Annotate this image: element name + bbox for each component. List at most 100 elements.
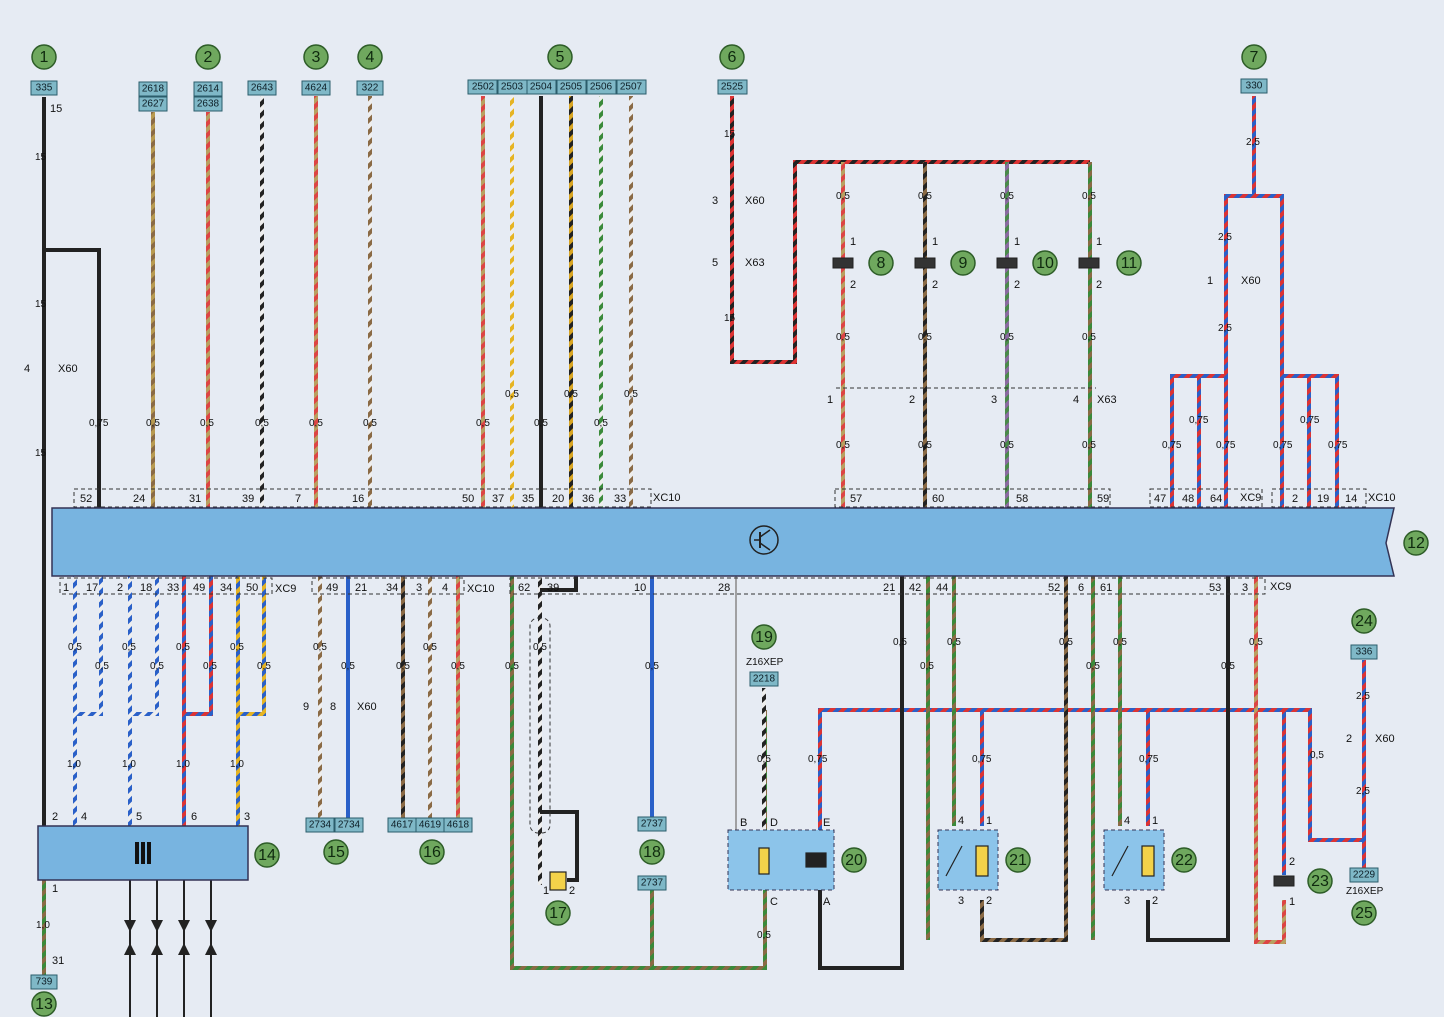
svg-text:0,5: 0,5	[1113, 637, 1127, 648]
svg-text:1,0: 1,0	[176, 759, 190, 770]
connector-strips	[59, 387, 1367, 834]
svg-text:0,5: 0,5	[1249, 637, 1263, 648]
svg-text:X63: X63	[1097, 394, 1117, 406]
svg-text:0,5: 0,5	[1221, 661, 1235, 672]
svg-text:0,5: 0,5	[1082, 332, 1096, 343]
svg-text:1: 1	[1096, 236, 1102, 248]
svg-text:2: 2	[204, 49, 213, 66]
svg-text:0,5: 0,5	[1310, 750, 1324, 761]
svg-text:4617: 4617	[391, 820, 414, 831]
svg-text:1: 1	[827, 394, 833, 406]
wire-tag: 2638	[193, 96, 223, 112]
svg-text:0,5: 0,5	[947, 637, 961, 648]
wire-tag: 2502	[467, 79, 498, 95]
svg-text:16: 16	[352, 493, 364, 505]
injector-icons	[832, 257, 1295, 887]
svg-text:XC9: XC9	[1270, 581, 1291, 593]
svg-text:50: 50	[462, 493, 474, 505]
svg-text:2: 2	[986, 895, 992, 907]
svg-text:322: 322	[362, 83, 379, 94]
svg-text:XC10: XC10	[1368, 492, 1396, 504]
svg-text:2737: 2737	[641, 878, 664, 889]
svg-text:28: 28	[718, 582, 730, 594]
svg-text:42: 42	[909, 582, 921, 594]
svg-text:0,5: 0,5	[918, 440, 932, 451]
svg-text:0,5: 0,5	[1059, 637, 1073, 648]
svg-text:2: 2	[1292, 493, 1298, 505]
callout-4: 4	[357, 44, 383, 70]
svg-text:0,5: 0,5	[146, 418, 160, 429]
wires-top	[42, 96, 1339, 880]
svg-text:5: 5	[136, 811, 142, 823]
svg-text:2: 2	[117, 582, 123, 594]
svg-text:335: 335	[36, 83, 53, 94]
svg-text:B: B	[740, 817, 747, 829]
wire-tag: 2734	[305, 817, 335, 833]
svg-text:2638: 2638	[197, 99, 220, 110]
svg-text:X60: X60	[357, 701, 377, 713]
svg-text:336: 336	[1356, 647, 1373, 658]
svg-text:1: 1	[543, 885, 549, 897]
callout-14: 14	[254, 842, 280, 868]
wire-tag: 4619	[415, 817, 445, 833]
svg-text:12: 12	[1407, 535, 1425, 552]
svg-text:2,5: 2,5	[1218, 323, 1232, 334]
svg-text:D: D	[770, 817, 778, 829]
callout-11: 11	[1116, 250, 1142, 276]
svg-text:17: 17	[86, 582, 98, 594]
svg-text:2: 2	[909, 394, 915, 406]
svg-text:2: 2	[932, 279, 938, 291]
svg-text:0,5: 0,5	[203, 661, 217, 672]
svg-text:52: 52	[80, 493, 92, 505]
wire-tag: 2525	[717, 79, 748, 95]
svg-text:4: 4	[81, 811, 87, 823]
callout-1: 1	[31, 44, 57, 70]
svg-text:2229: 2229	[1353, 870, 1376, 881]
svg-text:2: 2	[1289, 856, 1295, 868]
svg-text:1: 1	[1014, 236, 1020, 248]
svg-text:2503: 2503	[501, 82, 524, 93]
svg-text:16: 16	[423, 844, 441, 861]
svg-text:0,5: 0,5	[564, 389, 578, 400]
svg-text:62: 62	[518, 582, 530, 594]
svg-text:0,5: 0,5	[505, 389, 519, 400]
svg-text:3: 3	[991, 394, 997, 406]
svg-text:25: 25	[1355, 905, 1373, 922]
wire-tag: 2506	[586, 79, 617, 95]
svg-text:39: 39	[547, 582, 559, 594]
wire-tag: 330	[1240, 78, 1268, 94]
callout-15: 15	[323, 839, 349, 865]
svg-text:33: 33	[167, 582, 179, 594]
svg-text:3: 3	[958, 895, 964, 907]
svg-text:0,75: 0,75	[1189, 415, 1209, 426]
svg-text:0,75: 0,75	[1300, 415, 1320, 426]
sensor-21-box	[937, 829, 999, 891]
wire-tag: 2734	[334, 817, 364, 833]
svg-text:4: 4	[24, 363, 30, 375]
wire-tag: 2737	[637, 816, 667, 832]
svg-text:57: 57	[850, 493, 862, 505]
svg-text:0,75: 0,75	[89, 418, 109, 429]
svg-text:14: 14	[1345, 493, 1357, 505]
svg-text:0,5: 0,5	[341, 661, 355, 672]
arrow-icons	[124, 920, 217, 955]
misc-pin-labels: 15 4 3 5 1 1 2 3 4 1 2 1 2 1 2 1 2 2 4 5…	[24, 103, 1352, 967]
wire-tag: 2218	[749, 671, 779, 687]
wire-tag: 2507	[616, 79, 647, 95]
sensor-symbol-icons	[549, 845, 1155, 891]
svg-text:2,5: 2,5	[1356, 786, 1370, 797]
svg-text:1: 1	[1152, 815, 1158, 827]
wire-tag: 322	[356, 80, 384, 96]
svg-text:0,5: 0,5	[505, 661, 519, 672]
svg-text:0,5: 0,5	[176, 642, 190, 653]
svg-text:2504: 2504	[530, 82, 553, 93]
svg-text:24: 24	[133, 493, 145, 505]
svg-text:0,5: 0,5	[757, 930, 771, 941]
svg-text:4618: 4618	[447, 820, 470, 831]
svg-text:4: 4	[958, 815, 964, 827]
svg-text:3: 3	[1242, 582, 1248, 594]
svg-text:0,5: 0,5	[757, 754, 771, 765]
svg-text:22: 22	[1175, 852, 1193, 869]
svg-text:33: 33	[614, 493, 626, 505]
svg-text:4624: 4624	[305, 83, 328, 94]
